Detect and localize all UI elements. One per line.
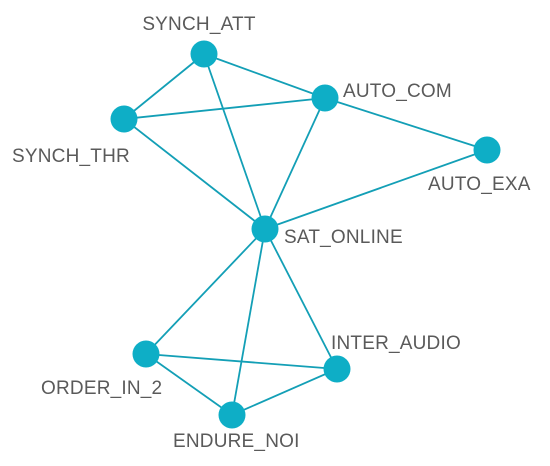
node-label-sat-online: SAT_ONLINE bbox=[284, 227, 403, 248]
edge-endure-noi-inter-audio bbox=[231, 368, 338, 416]
node-label-synch-thr: SYNCH_THR bbox=[12, 146, 130, 167]
node-auto-com bbox=[311, 84, 339, 112]
edge-sat-online-endure-noi bbox=[231, 228, 266, 416]
node-label-endure-noi: ENDURE_NOI bbox=[173, 431, 300, 452]
edge-synch-att-synch-thr bbox=[123, 53, 205, 120]
node-label-inter-audio: INTER_AUDIO bbox=[331, 333, 461, 354]
edge-synch-thr-auto-com bbox=[123, 97, 326, 120]
edge-synch-att-sat-online bbox=[203, 53, 266, 230]
edges-layer bbox=[123, 53, 488, 416]
edge-sat-online-inter-audio bbox=[264, 228, 338, 370]
edge-synch-att-auto-com bbox=[203, 53, 326, 99]
node-label-order-in-2: ORDER_IN_2 bbox=[41, 378, 162, 399]
edge-synch-thr-sat-online bbox=[123, 118, 266, 230]
node-inter-audio bbox=[323, 355, 351, 383]
edge-auto-exa-sat-online bbox=[264, 149, 488, 230]
node-label-synch-att: SYNCH_ATT bbox=[142, 14, 256, 35]
node-label-auto-com: AUTO_COM bbox=[343, 81, 452, 102]
node-synch-thr bbox=[110, 105, 138, 133]
node-auto-exa bbox=[473, 136, 501, 164]
nodes-layer bbox=[110, 40, 501, 429]
edge-order-in-2-endure-noi bbox=[145, 353, 233, 416]
edge-order-in-2-inter-audio bbox=[145, 353, 338, 370]
node-endure-noi bbox=[218, 401, 246, 429]
node-label-auto-exa: AUTO_EXA bbox=[428, 174, 531, 195]
node-synch-att bbox=[190, 40, 218, 68]
edge-auto-com-auto-exa bbox=[324, 97, 488, 151]
edge-sat-online-order-in-2 bbox=[145, 228, 266, 355]
edge-auto-com-sat-online bbox=[264, 97, 326, 230]
labels-layer: SYNCH_ATT AUTO_COM SYNCH_THR AUTO_EXA SAT_ON… bbox=[12, 14, 531, 452]
node-order-in-2 bbox=[132, 340, 160, 368]
node-sat-online bbox=[251, 215, 279, 243]
